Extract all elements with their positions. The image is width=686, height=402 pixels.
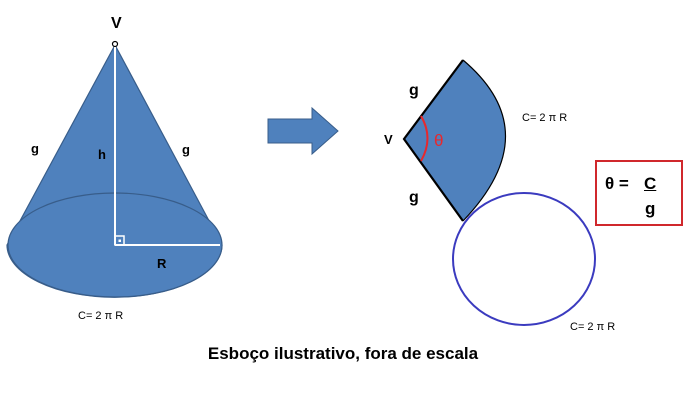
diagram-caption: Esboço ilustrativo, fora de escala: [207, 344, 479, 363]
cone-circumference-label: C= 2 π R: [78, 310, 124, 322]
sector-edges: [402, 59, 464, 222]
cone-slant-left-label: g: [31, 141, 39, 156]
sector-shape: [404, 60, 506, 221]
theta-angle-arc: [420, 115, 429, 162]
cone-radius-label: R: [157, 256, 167, 271]
sector-top-edge-label: g: [409, 82, 419, 99]
sector-arc-label: C= 2 π R: [522, 112, 568, 124]
formula-denominator: g: [645, 199, 656, 218]
base-circle: [452, 192, 596, 326]
circle-circumference-label: C= 2 π R: [570, 321, 616, 333]
formula-box: θ = C g: [595, 160, 683, 226]
cone-slant-right-label: g: [182, 142, 190, 157]
cone-vertex-point: [111, 40, 119, 48]
sector-angle-label: θ: [434, 131, 444, 150]
cone-vertex-label: V: [111, 15, 122, 32]
sector-vertex-label: V: [384, 132, 393, 147]
sector-arc: [462, 59, 506, 222]
formula-numerator: C: [644, 174, 657, 193]
right-arrow: [267, 106, 339, 156]
right-angle-marker: [114, 235, 125, 246]
formula-lhs: θ =: [605, 174, 629, 193]
cone-height-label: h: [98, 147, 106, 162]
sector-bottom-edge-label: g: [409, 189, 419, 206]
